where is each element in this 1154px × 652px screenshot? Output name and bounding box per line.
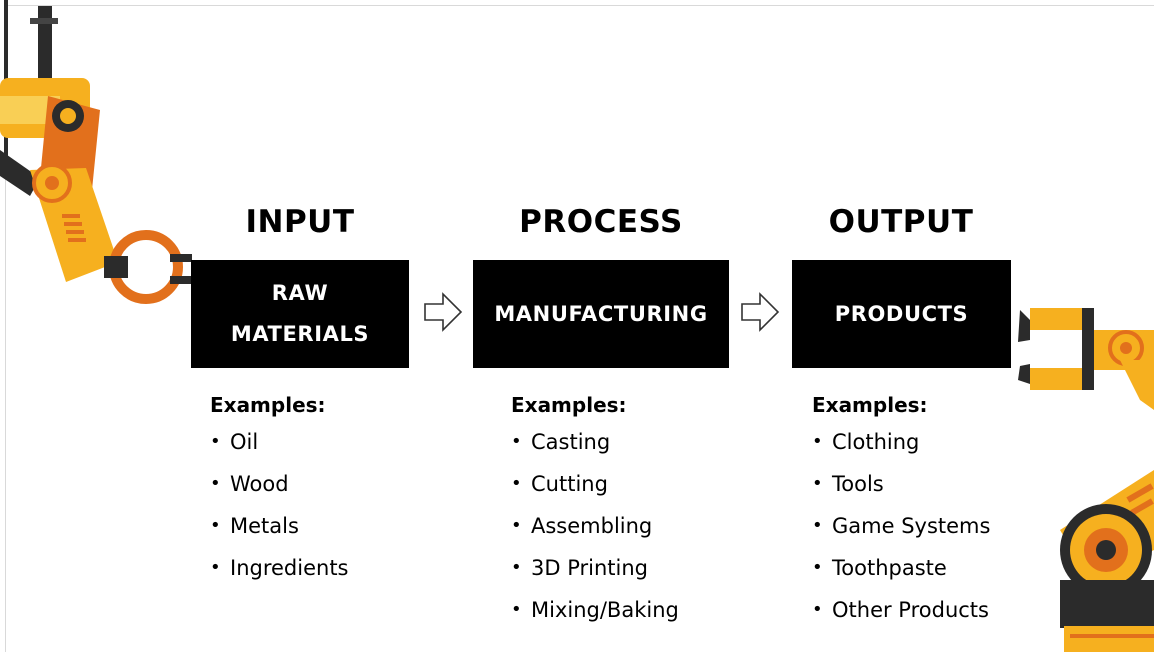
list-item: Cutting (511, 463, 679, 505)
list-item: 3D Printing (511, 547, 679, 589)
examples-title: Examples: (511, 393, 627, 417)
stage-box-label: MANUFACTURING (494, 301, 708, 326)
list-item: Oil (210, 421, 349, 463)
slide-frame (5, 5, 1154, 652)
right-arrow-icon (424, 292, 463, 332)
list-item: Toothpaste (812, 547, 990, 589)
examples-input: Examples: Oil Wood Metals Ingredients (210, 393, 349, 589)
examples-output: Examples: Clothing Tools Game Systems To… (812, 393, 990, 631)
stage-heading-input: INPUT (245, 204, 355, 240)
list-item: Game Systems (812, 505, 990, 547)
stage-box-label: PRODUCTS (834, 301, 969, 326)
examples-process: Examples: Casting Cutting Assembling 3D … (511, 393, 679, 631)
stage-box-output: PRODUCTS (792, 260, 1011, 368)
list-item: Casting (511, 421, 679, 463)
right-arrow-icon (741, 292, 780, 332)
stage-box-process: MANUFACTURING (473, 260, 729, 368)
stage-heading-process: PROCESS (519, 204, 683, 240)
examples-title: Examples: (210, 393, 326, 417)
list-item: Assembling (511, 505, 679, 547)
examples-title: Examples: (812, 393, 928, 417)
list-item: Tools (812, 463, 990, 505)
examples-list: Clothing Tools Game Systems Toothpaste O… (812, 421, 990, 631)
list-item: Mixing/Baking (511, 589, 679, 631)
list-item: Ingredients (210, 547, 349, 589)
stage-heading-output: OUTPUT (828, 204, 974, 240)
stage-box-input: RAW MATERIALS (191, 260, 409, 368)
list-item: Wood (210, 463, 349, 505)
robot-arm-left (0, 0, 192, 304)
robot-arm-right (1018, 308, 1154, 652)
examples-list: Oil Wood Metals Ingredients (210, 421, 349, 589)
list-item: Other Products (812, 589, 990, 631)
list-item: Metals (210, 505, 349, 547)
examples-list: Casting Cutting Assembling 3D Printing M… (511, 421, 679, 631)
stage-box-label: RAW MATERIALS (230, 281, 370, 346)
list-item: Clothing (812, 421, 990, 463)
